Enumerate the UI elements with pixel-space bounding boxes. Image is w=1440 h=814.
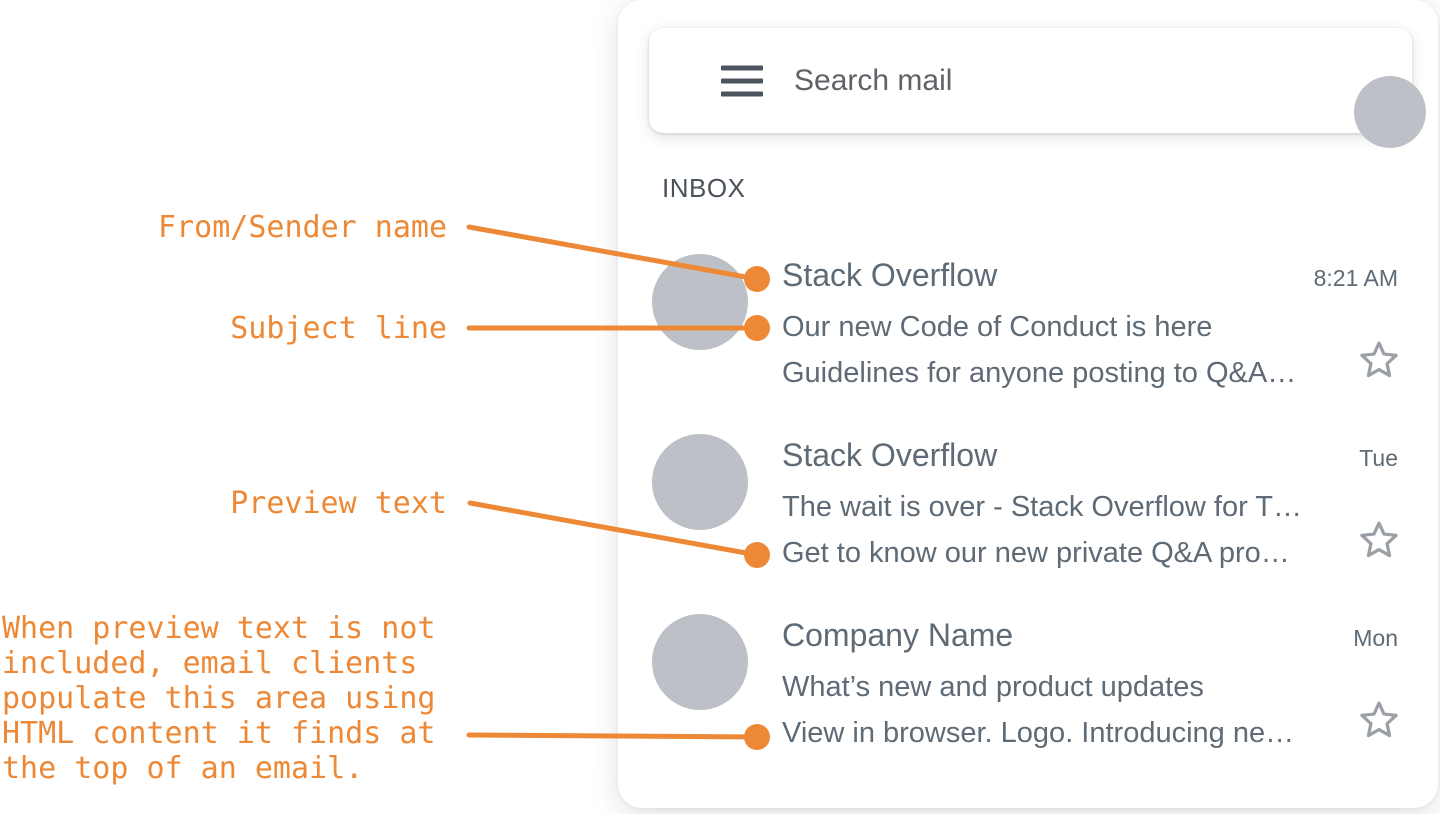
annotation-subject-line-label: Subject line <box>230 311 447 346</box>
email-subject: What’s new and product updates <box>782 671 1204 703</box>
sender-avatar <box>652 434 748 530</box>
sender-avatar <box>652 254 748 350</box>
inbox-section-label: INBOX <box>662 173 746 203</box>
note-line: populate this area using <box>2 681 436 716</box>
email-sender: Stack Overflow <box>782 437 998 473</box>
note-line: HTML content it finds at <box>2 716 436 751</box>
email-list-item[interactable]: Company Name Mon What’s new and product … <box>618 614 1438 794</box>
annotation-preview-text-label: Preview text <box>230 486 447 521</box>
email-sender: Stack Overflow <box>782 257 998 293</box>
note-line: When preview text is not <box>2 611 436 646</box>
note-line: included, email clients <box>2 646 418 681</box>
email-subject: Our new Code of Conduct is here <box>782 311 1213 343</box>
hamburger-menu-icon[interactable] <box>721 65 763 96</box>
search-input[interactable]: Search mail <box>794 63 953 97</box>
star-icon[interactable] <box>1356 517 1402 563</box>
profile-avatar[interactable] <box>1354 76 1426 148</box>
star-icon[interactable] <box>1356 697 1402 743</box>
email-timestamp: Tue <box>1359 445 1398 471</box>
email-preview: View in browser. Logo. Introducing ne… <box>782 717 1295 749</box>
email-timestamp: Mon <box>1353 625 1398 651</box>
email-timestamp: 8:21 AM <box>1313 265 1398 291</box>
note-line: the top of an email. <box>2 751 364 786</box>
email-preview: Get to know our new private Q&A pro… <box>782 537 1290 569</box>
email-list-item[interactable]: Stack Overflow Tue The wait is over - St… <box>618 434 1438 614</box>
email-client-panel: Search mail INBOX Stack Overflow 8:21 AM… <box>618 0 1438 808</box>
annotation-preview-fallback-note: When preview text is not included, email… <box>2 611 435 786</box>
email-sender: Company Name <box>782 617 1014 653</box>
star-icon[interactable] <box>1356 337 1402 383</box>
email-subject: The wait is over - Stack Overflow for T… <box>782 491 1302 523</box>
search-bar[interactable]: Search mail <box>649 28 1426 148</box>
email-preview: Guidelines for anyone posting to Q&A… <box>782 357 1297 389</box>
sender-avatar <box>652 614 748 710</box>
annotation-from-sender-label: From/Sender name <box>158 210 447 245</box>
email-list-item[interactable]: Stack Overflow 8:21 AM Our new Code of C… <box>618 254 1438 434</box>
